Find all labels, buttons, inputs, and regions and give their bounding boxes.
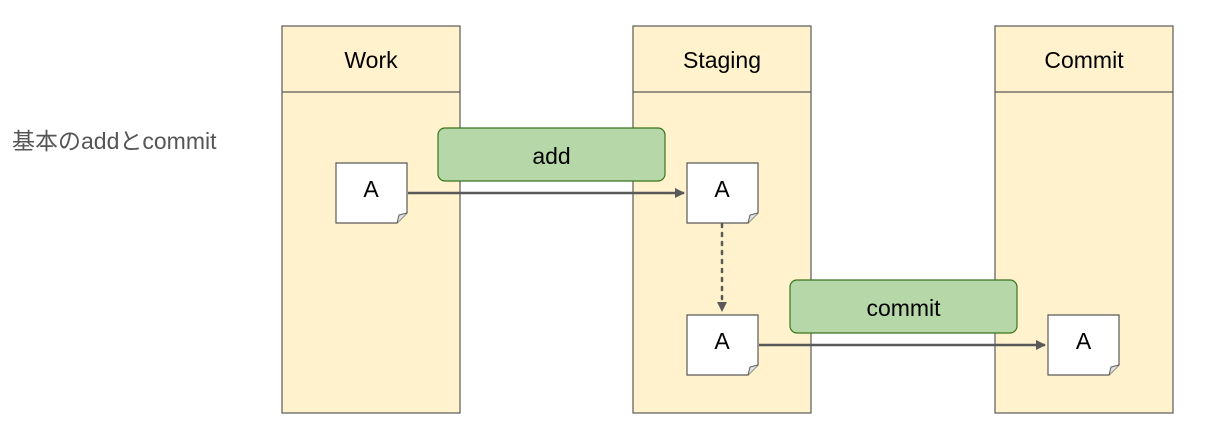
lane-staging-label: Staging [683, 47, 761, 73]
file-staging-a-bottom: A [686, 314, 759, 376]
commit-operation: commit [789, 279, 1018, 334]
file-staging-a-top-label: A [714, 176, 730, 202]
add-operation-label: add [532, 143, 570, 169]
diagram-title: 基本のaddとcommit [12, 128, 217, 154]
file-work-a: A [335, 162, 408, 224]
file-commit-a: A [1047, 314, 1120, 376]
lane-work-label: Work [344, 47, 398, 73]
lane-commit-label: Commit [1044, 47, 1124, 73]
file-staging-a-top: A [686, 162, 759, 224]
commit-operation-label: commit [866, 295, 941, 321]
file-work-a-label: A [363, 176, 379, 202]
add-operation: add [437, 127, 666, 182]
file-commit-a-label: A [1076, 328, 1092, 354]
file-staging-a-bottom-label: A [714, 328, 730, 354]
